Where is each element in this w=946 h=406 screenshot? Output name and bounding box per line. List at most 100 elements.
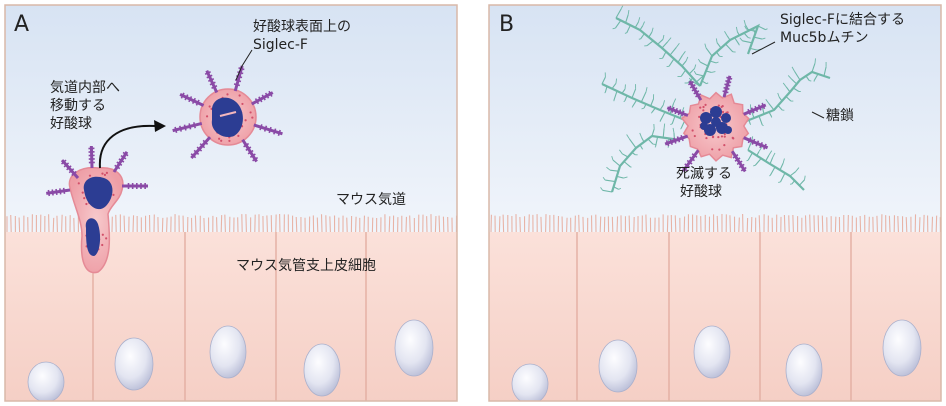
- glycan-chain: [725, 43, 734, 53]
- siglec-f-domain: [667, 105, 672, 112]
- glycan-branch: [662, 100, 666, 106]
- siglec-f-domain: [211, 85, 218, 89]
- glycan-branch: [680, 128, 682, 130]
- glycan-chain: [700, 61, 709, 67]
- glycan-branch: [681, 51, 686, 56]
- siglec-f-domain: [755, 140, 760, 147]
- glycan-chain: [668, 58, 675, 67]
- glycan-branch: [787, 75, 793, 80]
- siglec-f-stalk: [112, 150, 129, 173]
- siglec-f-stalk: [743, 136, 769, 150]
- glycan-chain: [640, 33, 645, 40]
- siglec-f-domain: [204, 71, 211, 76]
- migrating-eosinophil: [46, 145, 148, 274]
- granule: [238, 94, 241, 97]
- glycan-branch: [662, 34, 665, 40]
- siglec-f-domain: [687, 80, 694, 86]
- glycan-branch: [739, 37, 743, 42]
- cilium: [758, 215, 761, 233]
- granule: [720, 135, 724, 138]
- siglec-f-domain: [671, 106, 675, 113]
- cilium: [194, 215, 197, 233]
- glycan-chain: [805, 75, 810, 81]
- glycan-branch: [791, 66, 795, 72]
- glycan-branch: [769, 174, 771, 177]
- glycan-chain: [695, 73, 705, 77]
- glycan-branch: [715, 61, 719, 64]
- siglec-f-receptors: [172, 65, 283, 163]
- glycan-branch: [765, 28, 768, 31]
- glycan-branch: [697, 58, 701, 63]
- fragmented-nucleus: [700, 106, 732, 136]
- siglec-f-domain: [726, 76, 733, 80]
- glycan-chain: [659, 104, 664, 111]
- siglec-f-stalk: [172, 122, 203, 133]
- siglec-f-domain: [673, 137, 677, 144]
- siglec-f-stalk: [250, 91, 274, 106]
- granule: [112, 193, 115, 196]
- glycan-branch: [762, 124, 764, 127]
- siglec-f-domain: [51, 189, 54, 196]
- glycan-branch: [645, 87, 648, 93]
- dying-eosinophil: [664, 75, 769, 173]
- siglec-f-stalk: [233, 65, 244, 92]
- cilium: [295, 217, 298, 233]
- cilium: [132, 215, 135, 233]
- glycan-chain: [705, 47, 713, 57]
- granule: [705, 136, 708, 140]
- glycan-chain: [661, 41, 669, 49]
- glycan-chain: [726, 35, 731, 41]
- cilium: [329, 216, 331, 233]
- siglec-label-line1: 好酸球表面上の: [253, 19, 351, 35]
- cell-nucleus: [394, 319, 434, 377]
- siglec-f-domain: [59, 188, 62, 195]
- glycan-branch: [778, 181, 781, 183]
- glycan-chain: [621, 88, 626, 94]
- granule: [101, 233, 104, 236]
- siglec-f-stalk: [60, 159, 80, 179]
- nucleus-fragment: [700, 112, 712, 124]
- cilium: [918, 217, 921, 233]
- glycan-branch: [735, 26, 738, 32]
- siglec-f-domain: [62, 187, 66, 194]
- granule: [693, 134, 696, 138]
- siglec-f-domain: [693, 90, 700, 95]
- glycan-branch: [612, 27, 616, 30]
- cilium: [897, 215, 899, 233]
- callout-line: [751, 41, 776, 55]
- siglec-f-domain: [261, 94, 266, 101]
- siglec-f-domain: [761, 102, 766, 110]
- cilium: [388, 216, 391, 233]
- cell-nucleus: [882, 319, 922, 377]
- siglec-f-domain: [233, 83, 241, 87]
- cilium: [224, 214, 226, 233]
- granule: [205, 115, 209, 118]
- glycan-branch: [762, 37, 766, 40]
- glycan-chain: [646, 40, 654, 47]
- glycan-chain: [677, 55, 683, 63]
- siglec-f-domain: [736, 160, 743, 166]
- cilium: [52, 217, 55, 233]
- granule: [105, 237, 108, 240]
- glycan-chain: [688, 68, 695, 75]
- cilium: [266, 215, 268, 233]
- siglec-f-domain: [723, 86, 730, 90]
- panel-letter-b: B: [499, 12, 515, 37]
- siglec-f-domain: [179, 125, 183, 132]
- glycan-chain: [789, 171, 796, 177]
- siglec-f-domain: [238, 67, 245, 71]
- glycan-chain: [768, 102, 775, 111]
- siglec-f-domain: [114, 164, 121, 170]
- glycan-branch: [706, 82, 709, 85]
- siglec-f-domain: [680, 134, 684, 142]
- siglec-f-domain: [247, 149, 254, 155]
- siglec-f-domain: [759, 141, 764, 149]
- glycan-branch: [670, 123, 673, 125]
- siglec-f-domain: [196, 146, 203, 152]
- glycan-chain: [639, 25, 644, 31]
- siglec-f-domain: [209, 81, 216, 86]
- glycan-branch: [627, 9, 630, 15]
- glycan-chain: [601, 76, 606, 85]
- nucleus-lobe: [85, 218, 101, 256]
- glycan-chain: [631, 88, 637, 99]
